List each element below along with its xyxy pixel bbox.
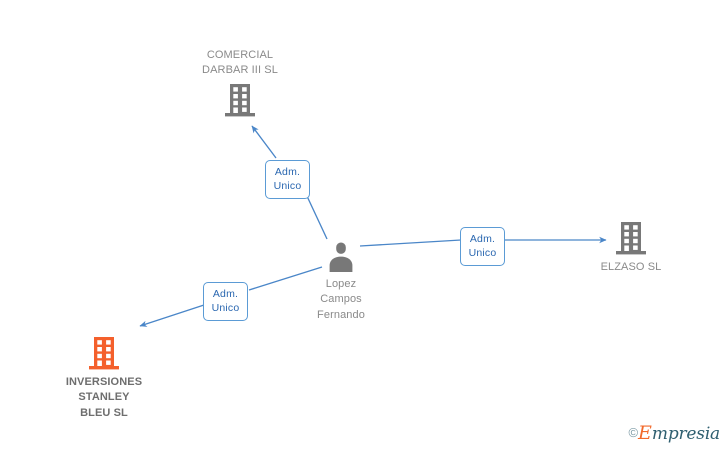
node-label-lopez-campos-fernando: Lopez Campos Fernando bbox=[317, 278, 365, 321]
person-icon bbox=[266, 241, 416, 273]
building-icon bbox=[29, 335, 179, 371]
node-comercial-darbar[interactable]: COMERCIAL DARBAR III SL bbox=[165, 48, 315, 118]
relation-badge-adm-unico-elzaso[interactable]: Adm. Unico bbox=[460, 227, 505, 266]
edge-line-elzaso bbox=[359, 239, 462, 247]
node-lopez-campos-fernando[interactable]: Lopez Campos Fernando bbox=[266, 241, 416, 323]
building-icon bbox=[556, 220, 706, 256]
node-label-comercial-darbar: COMERCIAL DARBAR III SL bbox=[202, 49, 278, 77]
edge-line-inversiones bbox=[248, 266, 323, 291]
relation-badge-adm-unico-inversiones[interactable]: Adm. Unico bbox=[203, 282, 248, 321]
node-label-inversiones-stanley-bleu: INVERSIONES STANLEY BLEU SL bbox=[65, 376, 143, 419]
relation-badge-adm-unico-darbar[interactable]: Adm. Unico bbox=[265, 160, 310, 199]
node-elzaso-sl[interactable]: ELZASO SL bbox=[556, 220, 706, 275]
edge-line-darbar bbox=[305, 193, 328, 240]
node-inversiones-stanley-bleu[interactable]: INVERSIONES STANLEY BLEU SL bbox=[29, 335, 179, 421]
empresia-watermark: ©Empresia bbox=[628, 424, 720, 444]
watermark-brand-rest: mpresia bbox=[651, 424, 720, 444]
watermark-brand-initial: E bbox=[638, 422, 652, 444]
node-label-elzaso-sl: ELZASO SL bbox=[600, 261, 662, 273]
building-icon bbox=[165, 82, 315, 118]
edge-line-inversiones-head bbox=[139, 304, 205, 327]
edge-line-darbar-head bbox=[251, 125, 277, 159]
copyright-icon: © bbox=[628, 425, 639, 440]
